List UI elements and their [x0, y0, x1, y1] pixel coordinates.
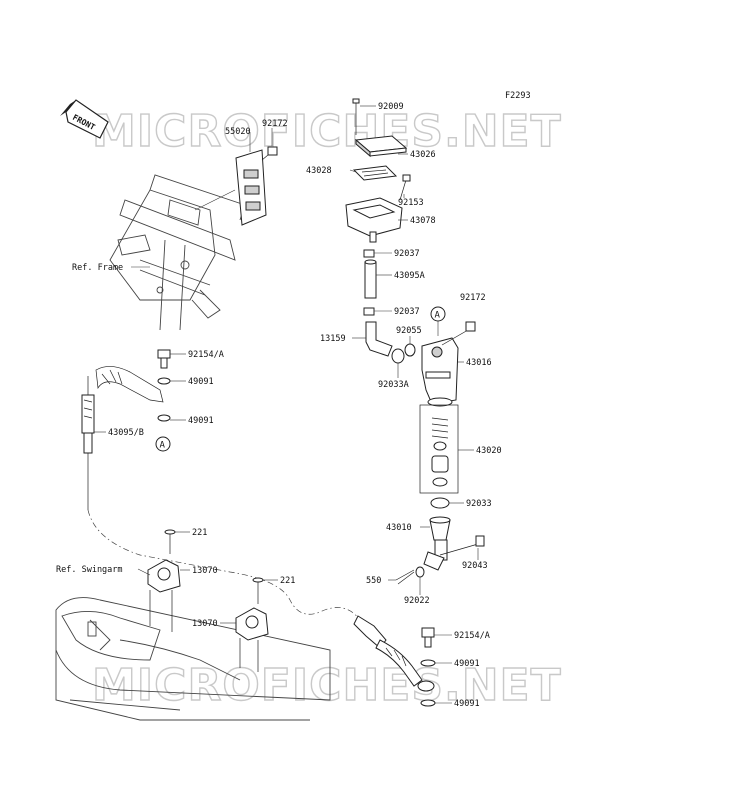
label-221-a: 221 [192, 528, 207, 538]
cap-screws-92009 [352, 98, 360, 135]
lower-hose-end [353, 615, 435, 692]
master-cylinder-43016 [421, 337, 459, 407]
label-13070-a: 13070 [192, 566, 218, 576]
watermark-top: MICROFICHES.NET [92, 106, 562, 157]
piston-kit-43020 [419, 404, 459, 494]
label-92037-a: 92037 [394, 249, 420, 259]
push-rod-43010 [423, 516, 451, 571]
clamp-13070-a [147, 559, 181, 632]
frame-section [109, 174, 246, 331]
label-43010: 43010 [386, 523, 412, 533]
label-43028: 43028 [306, 166, 332, 176]
label-ref-frame: Ref. Frame [72, 263, 123, 273]
screw-221-b [252, 577, 264, 604]
label-49091-c: 49091 [454, 659, 480, 669]
label-92043: 92043 [462, 561, 488, 571]
pin-92043 [439, 535, 485, 556]
label-92009: 92009 [378, 102, 404, 112]
label-43078: 43078 [410, 216, 436, 226]
swingarm-section [55, 597, 331, 721]
cotter-pin-550 [395, 569, 415, 585]
fitting-13159 [365, 321, 393, 357]
label-550: 550 [366, 576, 381, 586]
label-ref-swingarm: Ref. Swingarm [56, 565, 123, 575]
label-92172-b: 92172 [460, 293, 486, 303]
washer-49091-d [420, 699, 436, 707]
label-55020: 55020 [225, 127, 251, 137]
hose-route-line [87, 509, 361, 621]
banjo-bolt-92154a-lower [421, 627, 435, 648]
label-49091-a: 49091 [188, 377, 214, 387]
label-43020: 43020 [476, 446, 502, 456]
label-43026: 43026 [410, 150, 436, 160]
clamp-13070-b [235, 607, 269, 672]
clamp-92037-a [363, 249, 375, 258]
banjo-bolt-92154a-upper [157, 349, 171, 369]
label-92154a-lower: 92154/A [454, 631, 490, 641]
front-arrow-icon: FRONT [60, 99, 109, 139]
label-43016: 43016 [466, 358, 492, 368]
hose-43095b [81, 366, 164, 510]
label-49091-d: 49091 [454, 699, 480, 709]
label-92055: 92055 [396, 326, 422, 336]
label-92154a-upper: 92154/A [188, 350, 224, 360]
label-43095b: 43095/B [108, 428, 144, 438]
callout-a-lower: A [155, 436, 171, 452]
diaphragm-43028 [352, 165, 398, 181]
label-92033: 92033 [466, 499, 492, 509]
snap-ring-92033a [391, 348, 405, 364]
callout-a-upper-label: A [435, 311, 441, 321]
label-49091-b: 49091 [188, 416, 214, 426]
oring-92055 [404, 343, 416, 357]
washer-49091-b [157, 414, 171, 422]
bracket-55020 [194, 149, 267, 226]
label-92172-a: 92172 [262, 119, 288, 129]
label-221-b: 221 [280, 576, 295, 586]
watermark-bottom: MICROFICHES.NET [92, 660, 562, 711]
callout-a-lower-label: A [160, 441, 166, 451]
leader-lines [94, 105, 479, 704]
hose-43095a [364, 259, 377, 299]
washer-92022 [415, 566, 425, 578]
label-92153: 92153 [398, 198, 424, 208]
bolt-92153 [399, 174, 411, 201]
cap-43026 [354, 135, 408, 158]
label-92022: 92022 [404, 596, 430, 606]
figure-code: F2293 [505, 91, 531, 101]
bolt-92172-a [261, 146, 278, 161]
label-43095a: 43095A [394, 271, 425, 281]
label-13159: 13159 [320, 334, 346, 344]
washer-49091-c [420, 659, 436, 667]
label-92033a: 92033A [378, 380, 409, 390]
reservoir-43078 [345, 197, 403, 243]
circlip-92033 [430, 497, 450, 509]
screw-221-a [164, 529, 176, 554]
callout-a-upper: A [430, 306, 446, 336]
washer-49091-a [157, 377, 171, 385]
label-92037-b: 92037 [394, 307, 420, 317]
clamp-92037-b [363, 307, 375, 316]
part-labels: 92009 43026 43028 92153 43078 92037 4309… [56, 102, 502, 709]
label-13070-b: 13070 [192, 619, 218, 629]
bolt-92172-b [441, 321, 476, 346]
